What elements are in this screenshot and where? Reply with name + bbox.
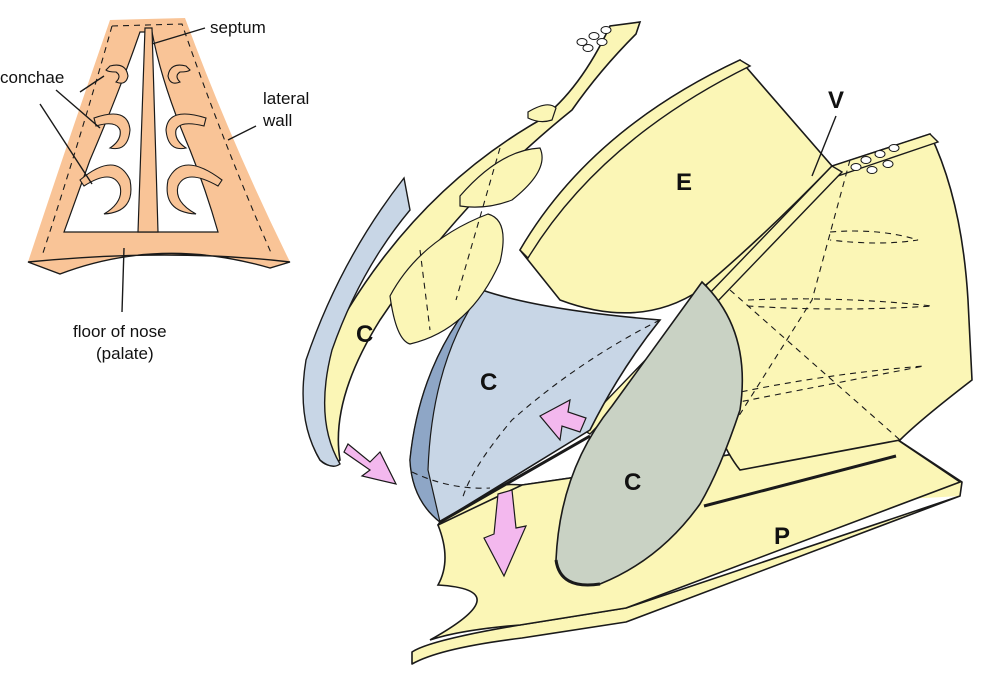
label-c-middle: C [480, 369, 497, 396]
label-v: V [828, 87, 844, 114]
label-p: P [774, 523, 790, 550]
label-e: E [676, 169, 692, 196]
upper-concha-lobe-3 [389, 213, 504, 345]
exploded-lateral-wall: C C C E V P [302, 21, 973, 665]
left-concha-superior [105, 64, 129, 84]
upper-concha-lobe-1 [527, 104, 557, 123]
foramina-right [850, 144, 900, 174]
superior-bone-blue-face [302, 176, 411, 467]
label-septum: septum [210, 18, 266, 37]
arrow-icon [483, 489, 528, 578]
label-c-superior: C [356, 321, 373, 348]
ethmoid-edge [519, 59, 752, 260]
nasal-septum [137, 27, 159, 233]
label-palate: (palate) [96, 344, 154, 363]
palate-top [429, 431, 962, 641]
label-floor-of-nose: floor of nose [73, 322, 167, 341]
upper-concha-lobe-2 [459, 147, 543, 208]
label-lateral: lateral [263, 89, 309, 108]
inferior-concha [555, 280, 744, 586]
coronal-section-inset: septum conchae lateral wall floor of nos… [0, 18, 309, 363]
label-conchae: conchae [0, 68, 64, 87]
arrow-icon [343, 443, 398, 485]
left-concha-inferior [79, 164, 132, 215]
label-c-inferior: C [624, 469, 641, 496]
arrow-icon [539, 398, 587, 442]
palate-floor [27, 252, 291, 275]
label-wall: wall [262, 111, 292, 130]
foramina-left [576, 26, 612, 52]
right-concha-middle [165, 113, 207, 150]
right-concha-superior [167, 64, 191, 84]
right-concha-inferior [166, 164, 223, 215]
left-concha-middle [93, 113, 131, 150]
